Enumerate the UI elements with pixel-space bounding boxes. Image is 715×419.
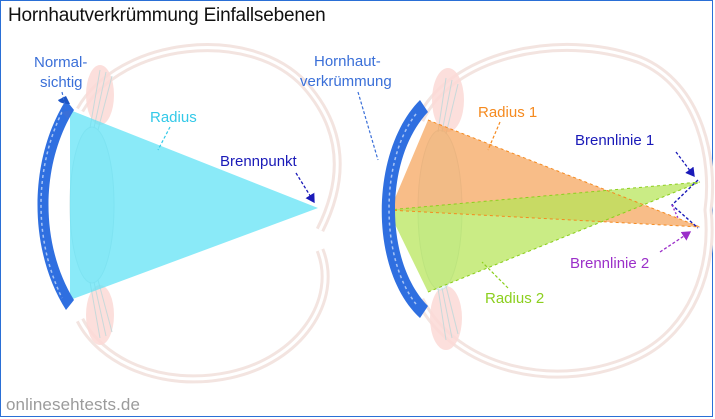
cornea-pointer-line <box>357 91 379 161</box>
right-cornea <box>381 100 428 318</box>
label-brennpunkt: Brennpunkt <box>220 153 298 170</box>
label-normal-line1: Normal- <box>34 54 87 71</box>
brennlinie2-pointer-line <box>659 231 692 253</box>
radius2-pointer-line <box>481 261 509 289</box>
left-iris-top <box>86 65 114 125</box>
left-cornea <box>37 100 74 310</box>
right-iris-bottom <box>430 286 462 350</box>
label-normal-line2: sichtig <box>40 74 83 91</box>
watermark: onlinesehtests.de <box>6 395 141 414</box>
radius1-pointer-line <box>487 121 501 151</box>
label-radius2: Radius 2 <box>485 290 544 307</box>
label-cornea-line1: Hornhaut- <box>314 53 381 70</box>
label-brennlinie1: Brennlinie 1 <box>575 132 654 149</box>
brennlinie1-pointer-line <box>675 151 695 178</box>
page-title: Hornhautverkrümmung Einfallsebenen <box>8 5 326 26</box>
left-radius-cone <box>70 110 318 300</box>
right-eye <box>381 42 715 379</box>
label-brennlinie2: Brennlinie 2 <box>570 255 649 272</box>
left-eye <box>37 43 342 384</box>
label-cornea-line2: verkrümmung <box>300 73 392 90</box>
radius2-cone <box>388 182 700 292</box>
normal-pointer-line <box>61 91 72 120</box>
radius-pointer-line <box>157 126 171 151</box>
brennpunkt-pointer-line <box>295 172 315 204</box>
label-radius1: Radius 1 <box>478 104 537 121</box>
label-radius: Radius <box>150 109 197 126</box>
